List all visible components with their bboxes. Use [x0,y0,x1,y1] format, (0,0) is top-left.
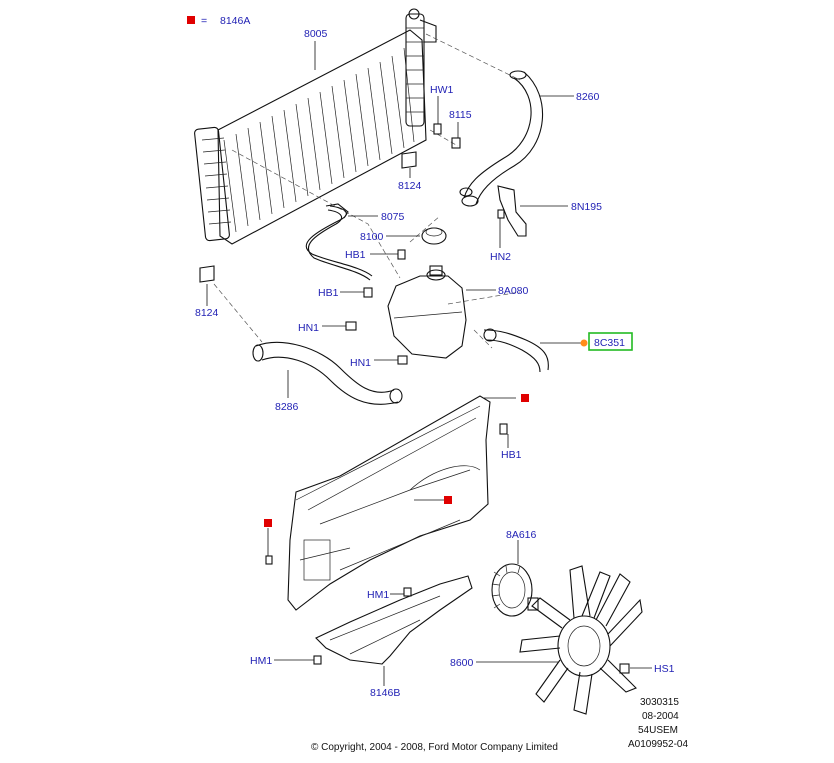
label-8c351[interactable]: 8C351 [594,337,625,349]
overflow-hose [305,205,378,281]
legend: = 8146A [187,15,250,27]
label-hn1-a: HN1 [298,322,319,334]
label-8124-top: 8124 [398,180,422,192]
cap-8100 [386,227,447,245]
legend-equals: = [201,15,207,27]
bolt-hb1-c [499,423,509,448]
label-hb1-b: HB1 [318,287,339,299]
label-8100: 8100 [360,231,384,243]
meta-block: 3030315 08-2004 54USEM A0109952-04 [628,697,688,750]
legend-marker [187,16,195,24]
label-8146b: 8146B [370,687,400,699]
copyright: © Copyright, 2004 - 2008, Ford Motor Com… [311,742,558,753]
reservoir-8a080 [387,265,496,359]
label-8124-left: 8124 [195,307,219,319]
label-hn1-b: HN1 [350,357,371,369]
label-8a616: 8A616 [506,529,537,541]
label-8286: 8286 [275,401,299,413]
shroud-marker-top [521,394,529,402]
meta-line-2: 08-2004 [642,711,679,722]
highlight-box[interactable] [588,332,633,351]
legend-part: 8146A [220,15,250,27]
meta-line-1: 3030315 [640,697,679,708]
bolt-hm1-b [274,655,322,665]
label-8a080: 8A080 [498,285,529,297]
meta-line-4: A0109952-04 [628,739,688,750]
fan-shroud [287,395,516,611]
lower-hose-8286 [252,341,403,405]
shroud-marker-left [264,519,272,527]
hose-8c351 [483,328,582,373]
nut-hn1-b [374,355,408,365]
upper-hose [459,70,544,207]
fan-clutch-8a616 [491,540,539,617]
label-8n195: 8N195 [571,201,602,213]
bolt-hw1 [433,96,442,135]
label-hn2: HN2 [490,251,511,263]
bracket-8n195 [497,185,568,248]
label-8260: 8260 [576,91,600,103]
meta-line-3: 54USEM [638,725,678,736]
label-hb1-a: HB1 [345,249,366,261]
label-hw1: HW1 [430,84,453,96]
label-8600: 8600 [450,657,474,669]
shroud-marker-mid [444,496,452,504]
bolt-8115 [451,122,461,149]
label-hm1-b: HM1 [250,655,272,667]
bolt-hb1-b [340,287,373,298]
label-8005: 8005 [304,28,328,40]
label-hm1-a: HM1 [367,589,389,601]
lower-shroud-8146b [315,575,473,686]
label-8115: 8115 [449,109,472,121]
label-8075: 8075 [381,211,405,223]
bolt-hb1-a [370,249,406,260]
nut-hn1-a [322,321,357,331]
bolt-hs1 [619,663,652,674]
bolt-hm1-a [390,587,412,597]
guide-lines [213,33,521,349]
label-hb1-c: HB1 [501,449,522,461]
label-hs1: HS1 [654,663,675,675]
fan-8600 [476,565,643,715]
highlight-dot [580,339,588,347]
